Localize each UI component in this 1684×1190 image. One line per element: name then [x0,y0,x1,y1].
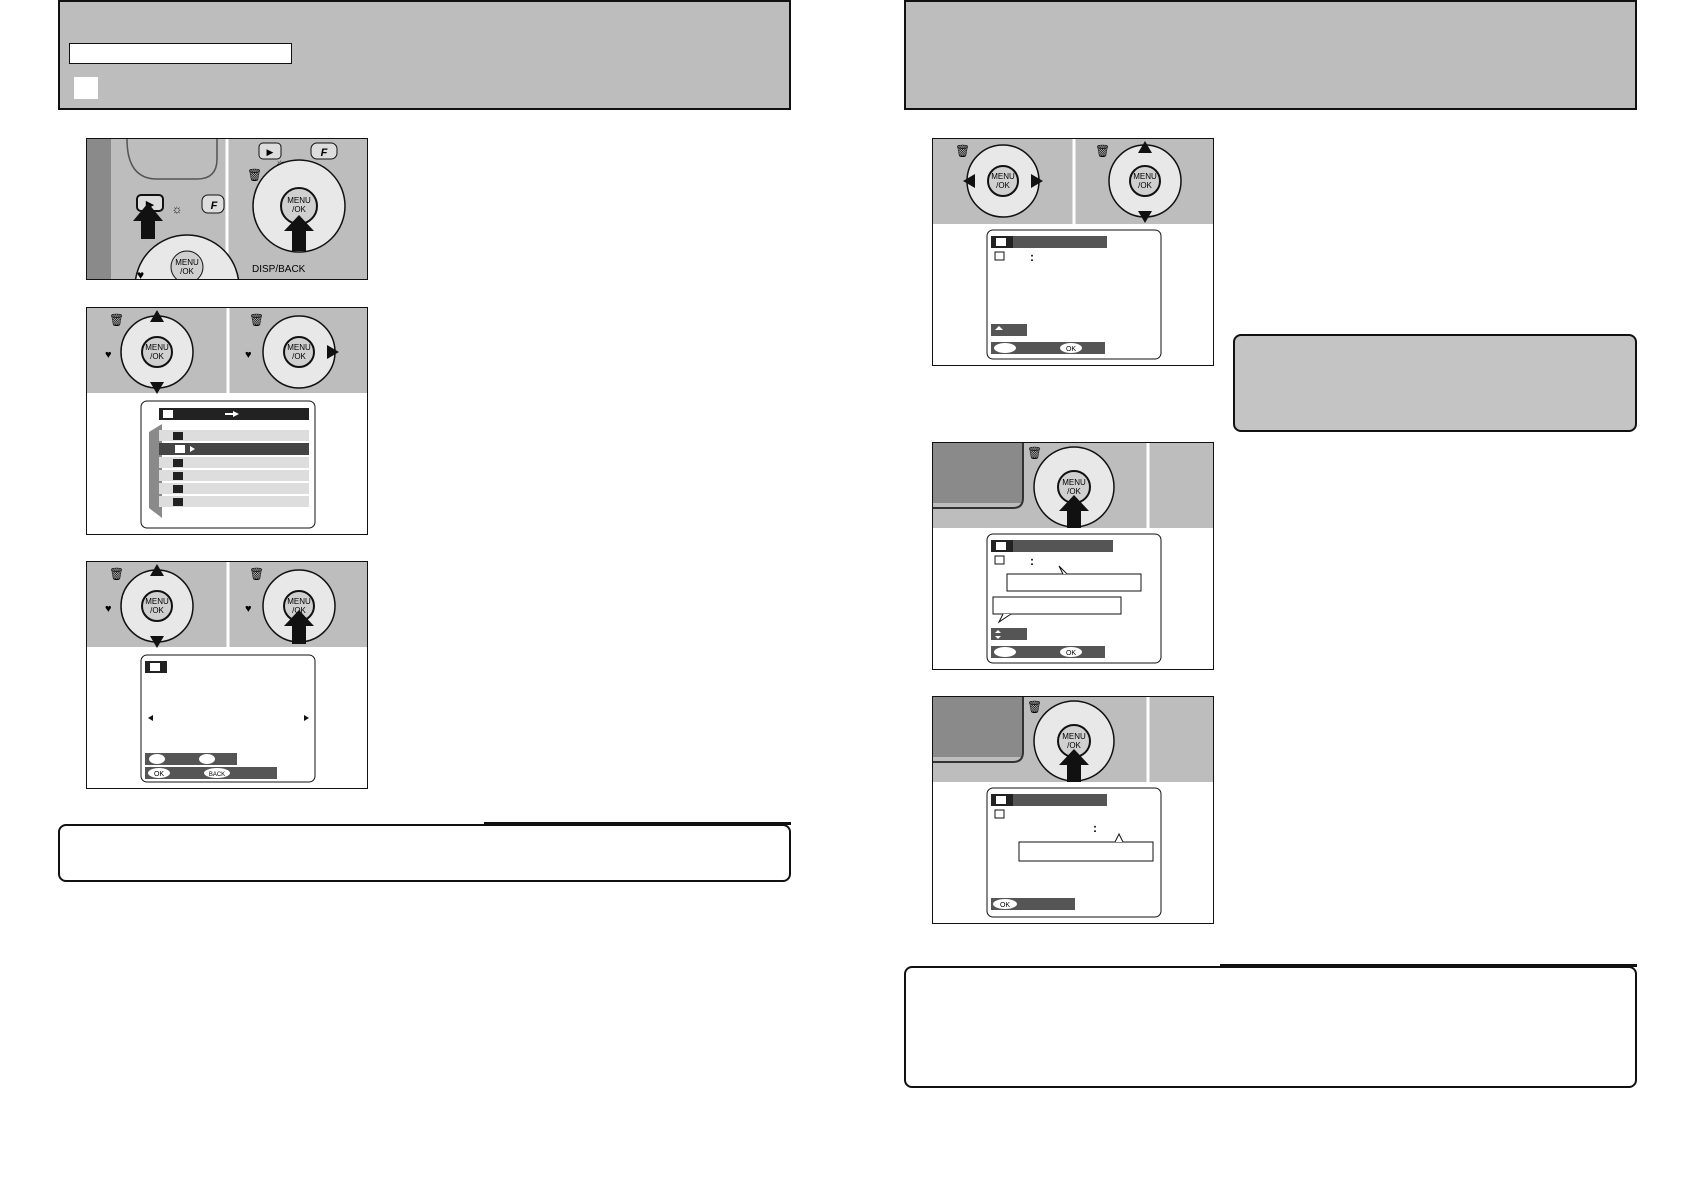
confirm-illustration: MENU /OK 🗑 : OK [933,697,1213,918]
right-figure-confirm: MENU /OK 🗑 : OK [932,696,1214,924]
svg-text:MENU: MENU [287,343,311,352]
svg-text:BACK: BACK [209,772,225,778]
svg-text:🗑: 🗑 [109,567,124,581]
left-notes-title-rule [484,822,791,825]
svg-text:F: F [211,200,218,212]
set-quantity-illustration: MENU /OK 🗑 : OK [933,443,1213,664]
svg-text:MENU: MENU [287,196,311,205]
svg-text:/OK: /OK [292,352,306,361]
svg-text:MENU: MENU [145,343,169,352]
svg-text:/OK: /OK [150,352,164,361]
svg-text:OK: OK [154,771,164,778]
right-caution-box [1233,334,1637,432]
svg-text:DISP/BACK: DISP/BACK [252,264,306,275]
svg-text:🗑: 🗑 [109,313,124,327]
svg-text:🗑: 🗑 [249,567,264,581]
svg-text:▶: ▶ [146,199,155,211]
svg-text:/OK: /OK [150,606,164,615]
svg-text:MENU: MENU [175,258,199,267]
svg-text:F: F [321,147,328,159]
svg-text:☼: ☼ [275,156,286,170]
right-header-band [904,0,1637,110]
svg-text:🗑: 🗑 [1027,446,1042,460]
svg-text:🗑: 🗑 [247,168,262,182]
left-notes-box [58,824,791,882]
svg-text::: : [1030,554,1034,568]
camera-back-illustration: ▶ F MENU /OK ☼ ♥ ▶ F 🗑 ☼ MENU /OK DISP/B… [87,139,367,280]
svg-text:🗑: 🗑 [1095,144,1110,158]
svg-text:/OK: /OK [1138,181,1152,190]
svg-text:/OK: /OK [180,267,194,276]
svg-text:MENU: MENU [287,597,311,606]
figure-setting-screen: MENU /OK 🗑 ♥ MENU /OK 🗑 ♥ OK BACK [86,561,368,789]
svg-text:MENU: MENU [1062,478,1086,487]
svg-text:♥: ♥ [105,349,112,361]
svg-text:♥: ♥ [137,268,144,280]
svg-text:OK: OK [1000,902,1010,909]
svg-text:🗑: 🗑 [1027,700,1042,714]
right-notes-box [904,966,1637,1088]
figure-playback-menu: ▶ F MENU /OK ☼ ♥ ▶ F 🗑 ☼ MENU /OK DISP/B… [86,138,368,280]
left-header-square [74,77,98,99]
menu-list-illustration: MENU /OK 🗑 ♥ MENU /OK 🗑 ♥ [87,308,367,529]
left-header-title-field [69,43,292,64]
svg-text::: : [1093,821,1097,835]
svg-text:☼: ☼ [172,202,183,216]
svg-text:MENU: MENU [1133,172,1157,181]
svg-text:OK: OK [1066,346,1076,353]
svg-text:♥: ♥ [245,603,252,615]
svg-text:MENU: MENU [991,172,1015,181]
svg-text:OK: OK [1066,650,1076,657]
right-figure-select-frame: MENU /OK 🗑 MENU /OK 🗑 : OK [932,138,1214,366]
figure-menu-list: MENU /OK 🗑 ♥ MENU /OK 🗑 ♥ [86,307,368,535]
svg-text:/OK: /OK [1067,741,1081,750]
svg-text:/OK: /OK [996,181,1010,190]
right-figure-set-quantity: MENU /OK 🗑 : OK [932,442,1214,670]
right-notes-title-rule [1220,964,1637,967]
svg-text:/OK: /OK [292,205,306,214]
setting-screen-illustration: MENU /OK 🗑 ♥ MENU /OK 🗑 ♥ OK BACK [87,562,367,783]
svg-text::: : [1030,250,1034,264]
svg-text:♥: ♥ [105,603,112,615]
svg-text:▶: ▶ [267,147,274,157]
svg-text:MENU: MENU [1062,732,1086,741]
select-frame-illustration: MENU /OK 🗑 MENU /OK 🗑 : OK [933,139,1213,360]
svg-text:MENU: MENU [145,597,169,606]
svg-text:🗑: 🗑 [249,313,264,327]
svg-text:/OK: /OK [1067,487,1081,496]
press-arrow-icon [133,203,163,239]
svg-text:🗑: 🗑 [955,144,970,158]
press-arrow-icon [284,215,314,251]
svg-text:♥: ♥ [245,349,252,361]
